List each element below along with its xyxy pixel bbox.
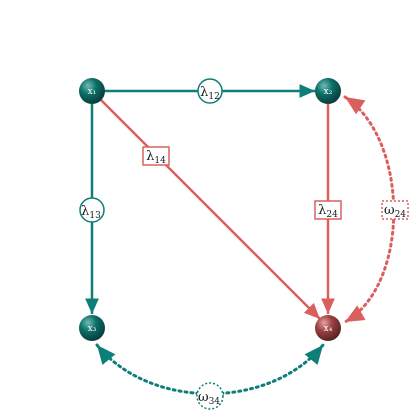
svg-text:ω24: ω24	[384, 203, 406, 220]
label-lambda-24: λ24	[314, 200, 342, 220]
node-x1: x₁	[79, 78, 105, 104]
svg-text:λ13: λ13	[81, 204, 101, 221]
edge-x1-x4	[100, 99, 321, 320]
svg-text:x₁: x₁	[88, 87, 97, 97]
label-lambda-14: λ14	[142, 146, 170, 166]
svg-text:x₄: x₄	[324, 324, 333, 334]
svg-text:λ24: λ24	[318, 203, 338, 220]
svg-text:ω34: ω34	[198, 390, 220, 407]
label-omega-34: ω34	[196, 382, 224, 410]
label-lambda-12: λ12	[197, 78, 223, 104]
label-omega-24: ω24	[381, 200, 409, 220]
node-x2: x₂	[315, 78, 341, 104]
svg-text:x₂: x₂	[324, 87, 333, 97]
svg-text:x₃: x₃	[88, 324, 97, 334]
label-lambda-13: λ13	[79, 197, 105, 223]
svg-text:λ12: λ12	[200, 85, 220, 102]
node-x4: x₄	[315, 315, 341, 341]
node-x3: x₃	[79, 315, 105, 341]
svg-text:λ14: λ14	[146, 149, 166, 166]
